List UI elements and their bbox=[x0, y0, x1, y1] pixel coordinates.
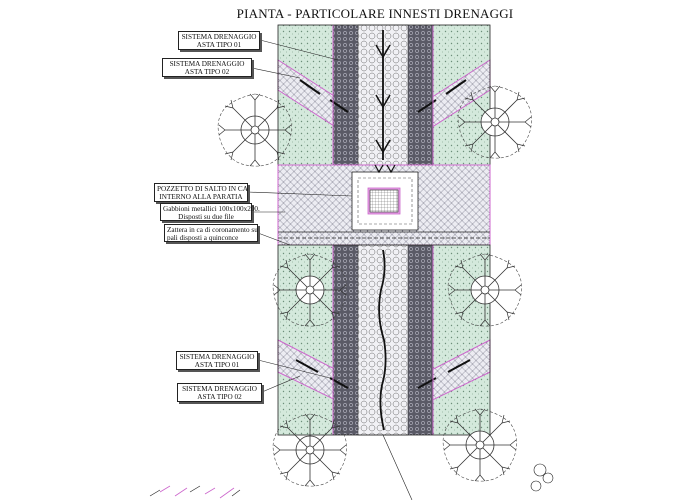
central-gabion-strip-bottom bbox=[357, 244, 409, 436]
pozzetto-di-salto bbox=[351, 171, 419, 231]
label-gabbioni-metallici: Gabbioni metallici 100x100x200.Disposti … bbox=[160, 203, 260, 221]
drawing-title: PIANTA - PARTICOLARE INNESTI DRENAGGI bbox=[236, 6, 514, 21]
